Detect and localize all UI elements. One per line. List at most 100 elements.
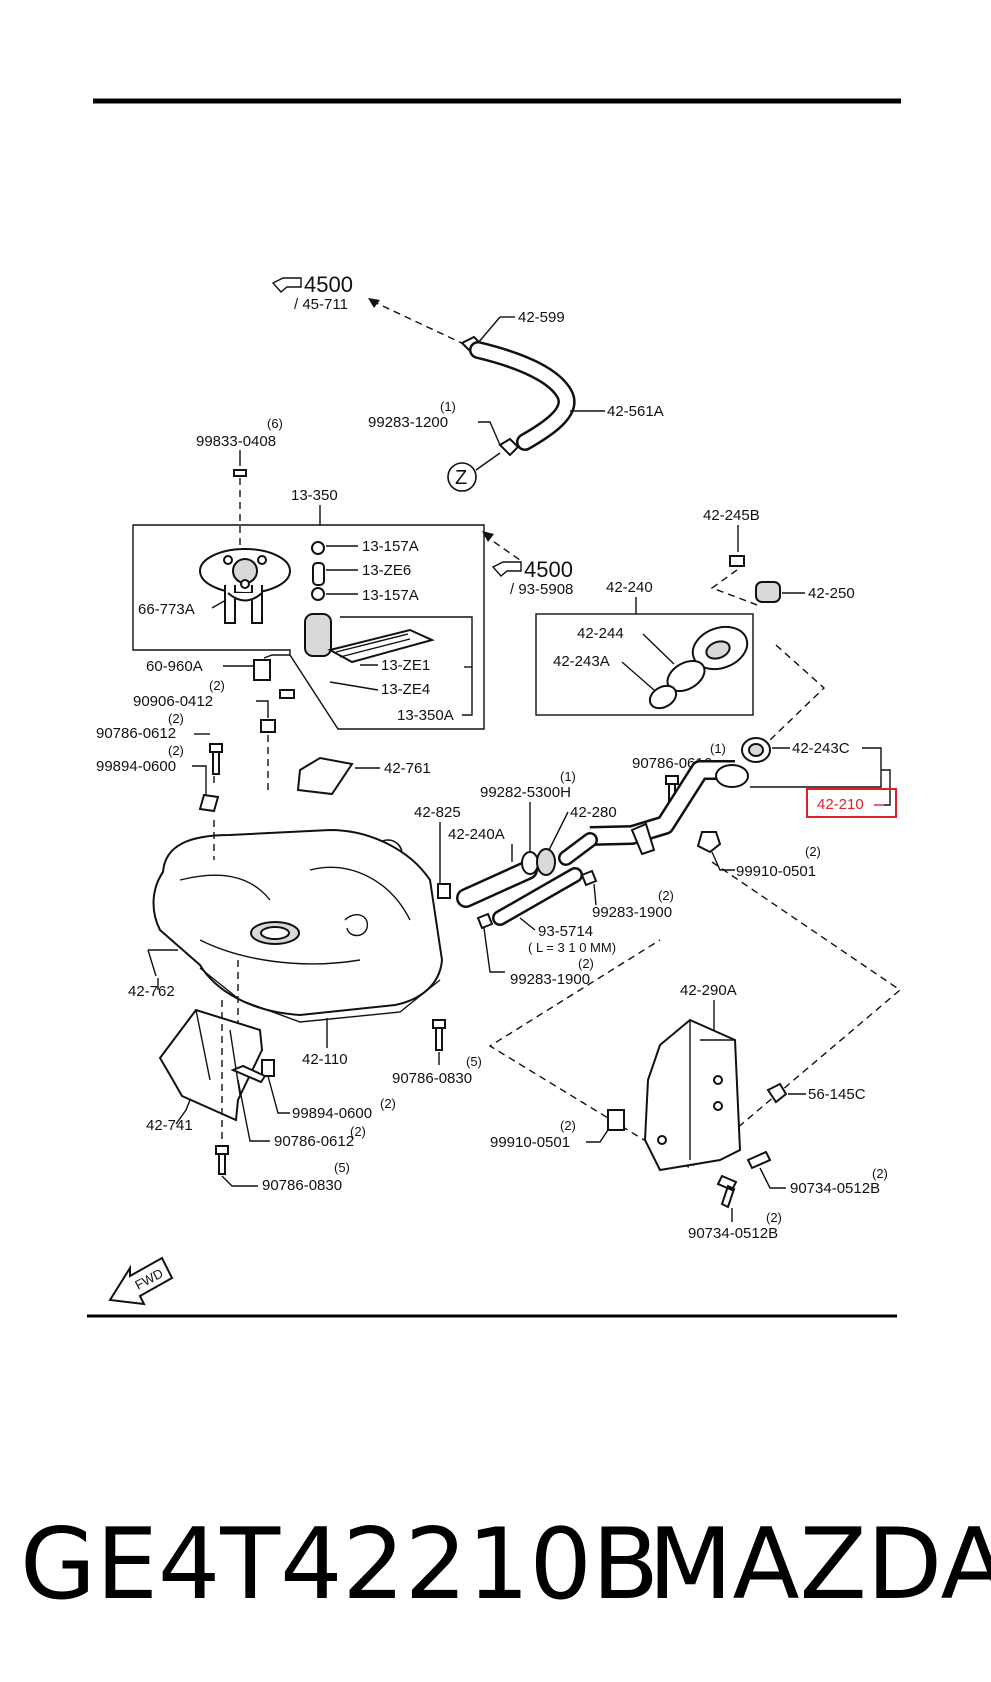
arrow-head xyxy=(482,531,494,542)
pump-flange-port xyxy=(240,579,250,589)
ref-4500-b: 4500 xyxy=(524,557,573,582)
pump-bracket xyxy=(227,592,263,602)
nut-99910-0501-a xyxy=(696,831,722,854)
qty-90734-0512B-b: (2) xyxy=(766,1210,782,1225)
ref-hand-icon-a xyxy=(271,277,302,293)
tank-flange xyxy=(199,967,441,1023)
housing-42-290A xyxy=(643,1018,742,1172)
label-42-110: 42-110 xyxy=(302,1051,348,1068)
leader xyxy=(256,700,269,718)
label-56-145C: 56-145C xyxy=(808,1086,866,1103)
len-note: ( L = 3 1 0 MM) xyxy=(528,940,616,955)
label-13-350: 13-350 xyxy=(291,487,338,504)
zone-z-top: Z xyxy=(455,467,467,489)
label-90786-0612-b: 90786-0612 xyxy=(274,1133,354,1150)
relay-60-960A xyxy=(253,659,271,681)
oring-13-157A-b xyxy=(311,587,325,601)
qty-90786-0616: (1) xyxy=(710,741,726,756)
leader xyxy=(519,917,536,931)
pump-flange-port xyxy=(223,555,233,565)
qty-99894-0600-a: (2) xyxy=(168,743,184,758)
leader xyxy=(478,421,501,446)
label-42-210: 42-210 xyxy=(817,796,864,813)
hose-42-240A xyxy=(458,862,536,906)
nut-99910-0501-b xyxy=(607,1109,625,1131)
label-60-960A: 60-960A xyxy=(146,658,203,675)
label-99894-0600-a: 99894-0600 xyxy=(96,758,176,775)
label-13-157A-a: 13-157A xyxy=(362,538,419,555)
label-42-243A: 42-243A xyxy=(553,653,610,670)
label-90734-0512B-b: 90734-0512B xyxy=(688,1225,778,1242)
leader xyxy=(221,1175,258,1187)
housing-hole xyxy=(713,1075,723,1085)
label-42-825: 42-825 xyxy=(414,804,461,821)
leader xyxy=(477,316,501,344)
filter-13-ZE6 xyxy=(312,562,325,586)
qty-90786-0612-b: (2) xyxy=(350,1124,366,1139)
oring-13-157A-a xyxy=(311,541,325,555)
housing-edges xyxy=(689,1020,735,1160)
screw-90734-0512B-a xyxy=(746,1150,772,1170)
label-42-290A: 42-290A xyxy=(680,982,737,999)
leader xyxy=(175,1099,191,1125)
qty-99910-0501-a: (2) xyxy=(805,844,821,859)
label-93-5714: 93-5714 xyxy=(538,923,593,940)
label-90906-0412: 90906-0412 xyxy=(133,693,213,710)
leader xyxy=(710,569,761,607)
ref-45-711: / 45-711 xyxy=(294,296,348,313)
leader xyxy=(642,633,675,665)
label-42-599: 42-599 xyxy=(518,309,565,326)
brand-name: MAZDA xyxy=(648,1508,991,1622)
qty-99894-0600-b: (2) xyxy=(380,1096,396,1111)
label-42-250: 42-250 xyxy=(808,585,855,602)
qty-99283-1900-b: (2) xyxy=(578,956,594,971)
clamp-42-825 xyxy=(437,883,451,899)
clip-60-960A xyxy=(279,689,295,699)
leader xyxy=(621,661,655,691)
grommet-42-280 xyxy=(536,848,556,876)
qty-99833-0408: (6) xyxy=(267,416,283,431)
label-99894-0600-b: 99894-0600 xyxy=(292,1105,372,1122)
leader xyxy=(483,927,505,973)
bracket-42-243C xyxy=(750,747,882,788)
label-42-244: 42-244 xyxy=(577,625,624,642)
label-42-245B: 42-245B xyxy=(703,507,760,524)
clamp-99282-5300H xyxy=(521,851,539,875)
nut-99894-0600-a xyxy=(198,793,220,813)
leader xyxy=(192,765,207,795)
vent-42-250 xyxy=(755,581,781,603)
pad-42-761 xyxy=(296,756,354,796)
fuel-tank-42-110 xyxy=(152,828,444,1017)
qty-99910-0501-b: (2) xyxy=(560,1118,576,1133)
nut-90906-0412 xyxy=(260,719,276,733)
leader xyxy=(211,599,227,609)
qty-90786-0830-b: (5) xyxy=(334,1160,350,1175)
bolt-90786-0830-b xyxy=(215,1145,229,1175)
label-90786-0830-b: 90786-0830 xyxy=(262,1177,342,1194)
tank-boss xyxy=(344,914,369,937)
pipe-stub xyxy=(560,834,596,864)
filler-bracket xyxy=(630,822,656,856)
label-99283-1900-b: 99283-1900 xyxy=(510,971,590,988)
box-13-350 xyxy=(132,524,485,730)
tank-ribs xyxy=(179,866,411,965)
filler-neck-42-210 xyxy=(589,762,735,844)
label-42-761: 42-761 xyxy=(384,760,431,777)
label-42-240: 42-240 xyxy=(606,579,653,596)
label-99283-1900-a: 99283-1900 xyxy=(592,904,672,921)
label-99282-5300H: 99282-5300H xyxy=(480,784,571,801)
label-13-350A: 13-350A xyxy=(397,707,454,724)
label-90734-0512B-a: 90734-0512B xyxy=(790,1180,880,1197)
label-42-243C: 42-243C xyxy=(792,740,850,757)
box-42-240 xyxy=(535,613,754,716)
ref-4500-a: 4500 xyxy=(304,272,353,297)
leader xyxy=(711,851,735,871)
label-99283-1200: 99283-1200 xyxy=(368,414,448,431)
screw-90734-0512B-b xyxy=(716,1174,738,1209)
bolt-90786-0612-a xyxy=(209,743,223,775)
leader xyxy=(593,883,597,906)
nut-99894-0600-b xyxy=(261,1059,275,1077)
leader xyxy=(483,534,521,561)
leader xyxy=(475,452,501,471)
